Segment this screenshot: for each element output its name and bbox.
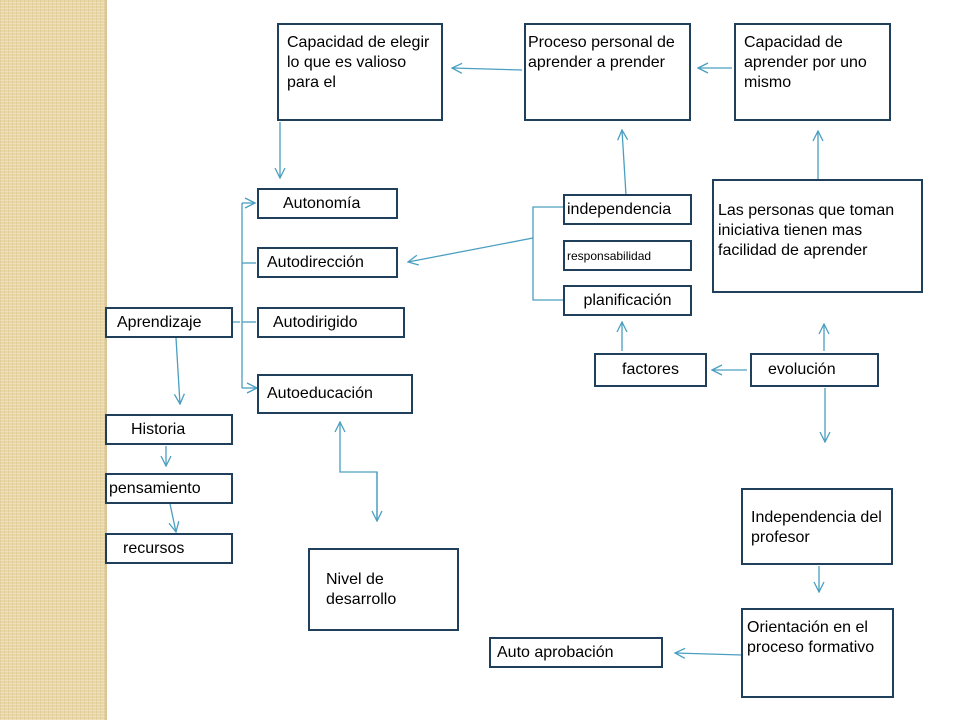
node-proceso-personal: Proceso personal de aprender a prender	[524, 23, 691, 121]
node-autodireccion: Autodirección	[257, 247, 398, 278]
node-planificacion: planificación	[563, 285, 692, 316]
node-autonomia: Autonomía	[257, 188, 398, 219]
node-responsabilidad: responsabilidad	[563, 240, 692, 271]
arrow-orientacion-to-auto-aprobacion	[675, 653, 743, 655]
node-historia: Historia	[105, 414, 233, 445]
node-independencia: independencia	[563, 194, 692, 225]
node-auto-aprobacion: Auto aprobación	[489, 637, 663, 668]
arrow-aprendizaje-to-historia	[176, 337, 180, 404]
node-pensamiento: pensamiento	[105, 473, 233, 504]
node-nivel-desarrollo: Nivel de desarrollo	[308, 548, 459, 631]
node-capacidad-elegir: Capacidad de elegir lo que es valioso pa…	[277, 23, 443, 121]
arrow-pensamiento-to-recursos	[170, 503, 176, 532]
node-evolucion: evolución	[750, 353, 879, 387]
node-aprendizaje: Aprendizaje	[105, 307, 233, 338]
node-recursos: recursos	[105, 533, 233, 564]
node-orientacion: Orientación en el proceso formativo	[741, 608, 894, 698]
bracket-right	[408, 206, 565, 301]
arrow-independencia-to-proceso	[622, 130, 626, 196]
node-independencia-profesor: Independencia del profesor	[741, 488, 893, 565]
decorative-side-stripe	[0, 0, 107, 720]
node-autoeducacion: Autoeducación	[257, 374, 413, 414]
node-factores: factores	[594, 353, 707, 387]
arrow-proceso-to-capacidad-elegir	[452, 68, 523, 70]
arrow-autoeducacion-nivel	[340, 422, 378, 521]
node-autodirigido: Autodirigido	[257, 307, 405, 338]
bracket-aprendizaje	[232, 203, 243, 388]
node-personas-iniciativa: Las personas que toman iniciativa tienen…	[712, 179, 923, 293]
node-capacidad-aprender: Capacidad de aprender por uno mismo	[734, 23, 891, 121]
